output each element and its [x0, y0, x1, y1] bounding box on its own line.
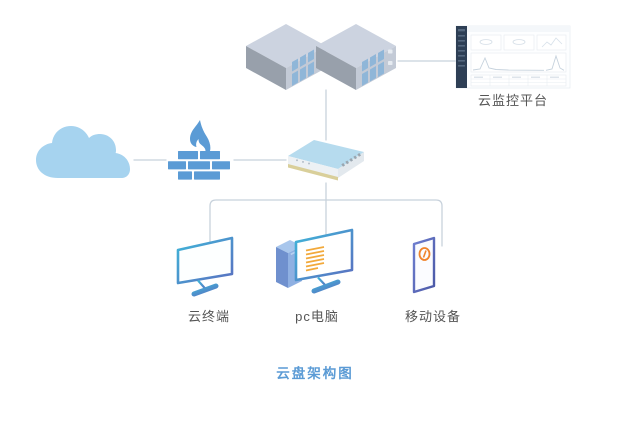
cloud-terminal[interactable] — [172, 234, 246, 300]
server-vent-grille — [292, 49, 314, 86]
mobile-device-label: 移动设备 — [404, 309, 461, 324]
switch-top-face — [288, 140, 364, 169]
brick-wall-icon — [168, 151, 230, 180]
dashboard-topbar — [467, 26, 570, 32]
network-switch[interactable] — [286, 137, 366, 185]
switch-front-face — [288, 156, 338, 178]
dashboard-table — [470, 74, 567, 87]
dashboard-sidebar — [456, 26, 467, 88]
server-left-face — [316, 46, 356, 90]
switch-bottom-edge — [288, 164, 338, 181]
pc-computer[interactable] — [268, 228, 364, 300]
pc-computer-label: pc电脑 — [295, 309, 339, 324]
cloud[interactable] — [34, 118, 134, 184]
server-left-face — [246, 46, 286, 90]
cloud-terminal-label: 云终端 — [187, 309, 230, 324]
dashboard-metric-cards — [470, 34, 567, 51]
cloud-icon — [36, 126, 130, 178]
screen-content-lines — [305, 246, 325, 272]
firewall[interactable] — [166, 118, 234, 182]
switch-side-face — [338, 152, 364, 178]
cloud-monitoring-platform[interactable] — [455, 25, 571, 89]
dashboard-chart-curve-left — [472, 56, 545, 71]
mobile-device[interactable] — [404, 234, 448, 300]
app-badge-stroke — [422, 250, 427, 258]
server-indicator-lights — [388, 49, 393, 65]
monitor-screen-icon — [176, 236, 234, 285]
flame-icon — [190, 120, 211, 151]
switch-led-indicators — [296, 159, 310, 165]
server-cluster[interactable] — [240, 20, 402, 94]
dashboard-sidebar-items — [458, 29, 465, 67]
cloud-monitoring-platform-label: 云监控平台 — [477, 93, 548, 108]
switch-port-row — [341, 152, 361, 167]
dashboard-chart-curve-right — [545, 54, 565, 71]
dashboard-chart-panel — [470, 52, 567, 73]
app-badge-icon — [418, 247, 431, 261]
monitor-base-icon — [311, 279, 341, 294]
monitor-base-icon — [191, 283, 219, 297]
server-unit-1 — [246, 24, 326, 90]
smartphone-icon — [412, 236, 436, 294]
server-vent-grille — [362, 49, 384, 86]
connector-tree-bus — [209, 199, 443, 247]
diagram-title: 云盘架构图 — [276, 366, 354, 381]
server-unit-2 — [316, 24, 396, 90]
